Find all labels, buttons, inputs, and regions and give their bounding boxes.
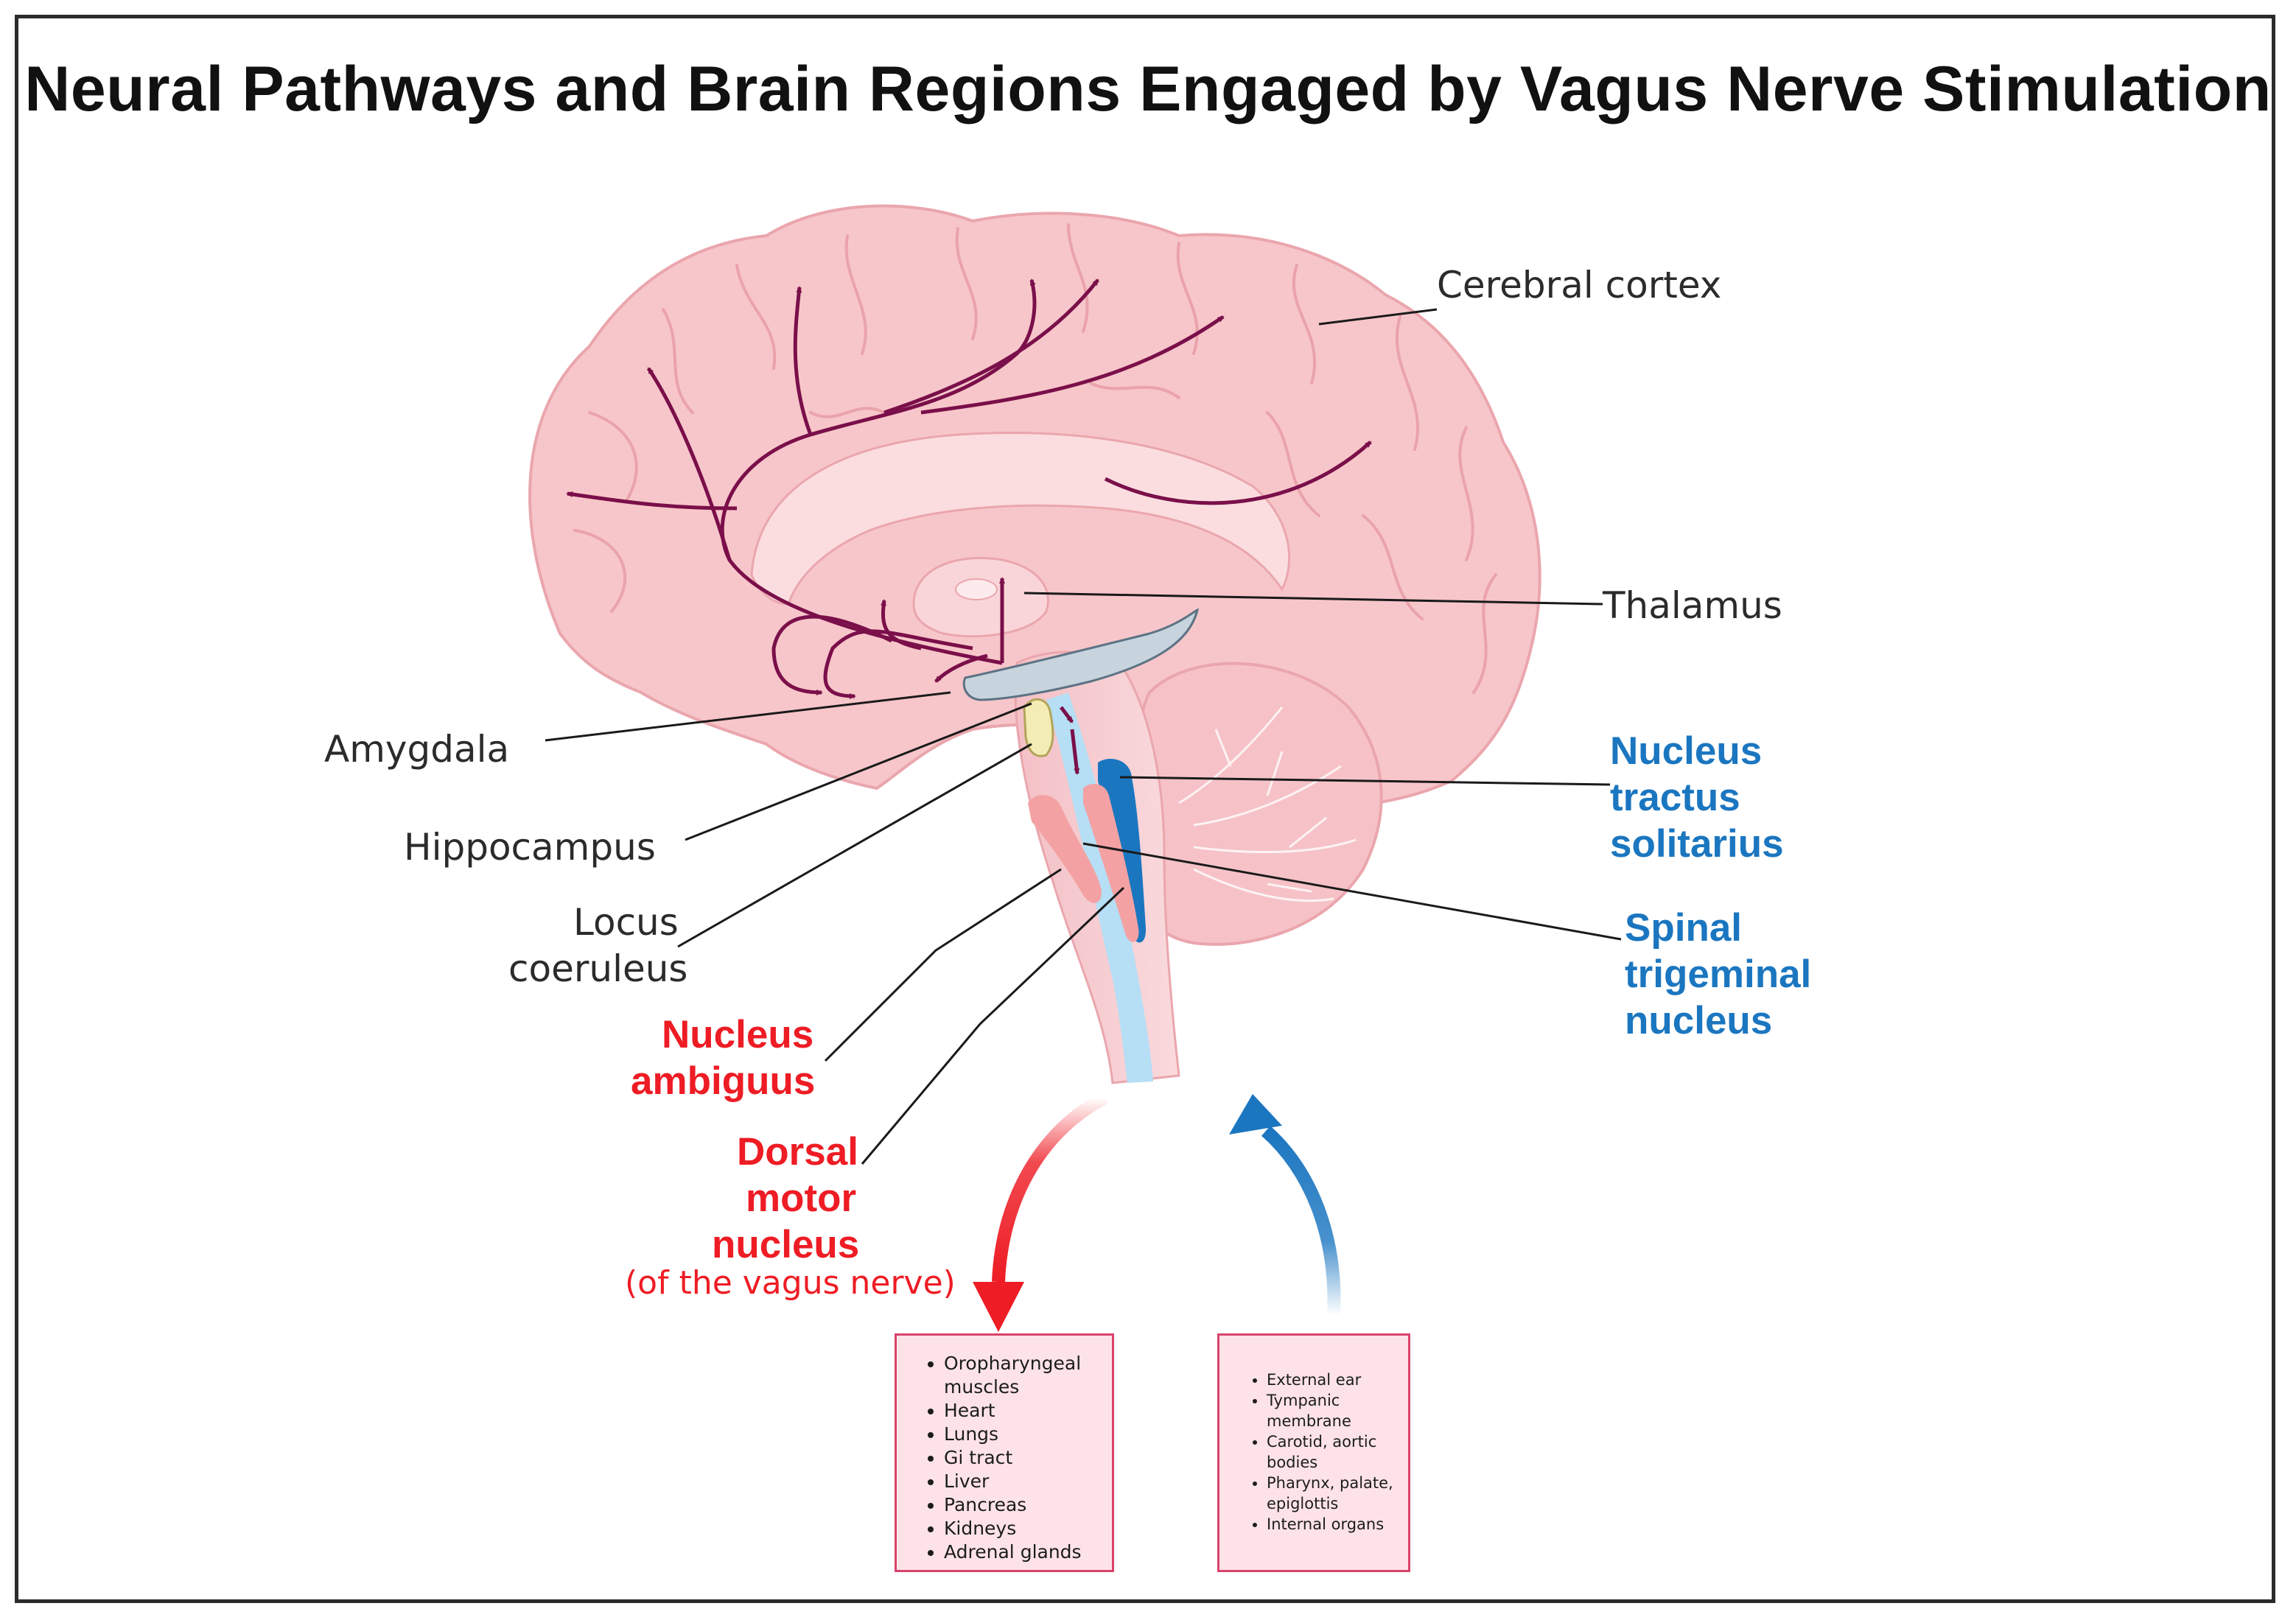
afferent-source-item: Internal organs [1267, 1514, 1396, 1535]
label-nts-2: tractus [1610, 776, 1740, 819]
afferent-arrow [1261, 1126, 1341, 1316]
gyri-texture [573, 223, 1497, 694]
leader-nucleus-ambiguus [824, 868, 1062, 1062]
diagram-title: Neural Pathways and Brain Regions Engage… [24, 54, 2272, 125]
corpus-callosum [750, 432, 1291, 606]
label-dorsal-motor-2: motor [746, 1177, 857, 1220]
spinal-trigeminal-shape [1083, 784, 1139, 942]
efferent-targets-box: Oropharyngeal musclesHeartLungsGi tractL… [895, 1333, 1114, 1572]
afferent-source-item: External ear [1267, 1370, 1396, 1390]
label-nts-1: Nucleus [1610, 729, 1763, 773]
vagal-projection-pathways [566, 278, 1372, 775]
afferent-sources-box: External earTympanic membraneCarotid, ao… [1217, 1333, 1410, 1572]
nucleus-ambiguus-shape [1028, 795, 1102, 903]
efferent-target-item: Heart [944, 1399, 1100, 1423]
label-hippocampus: Hippocampus [404, 826, 656, 869]
label-coeruleus: coeruleus [508, 947, 688, 990]
efferent-target-item: Oropharyngeal muscles [944, 1352, 1100, 1399]
label-thalamus: Thalamus [1603, 584, 1782, 627]
leader-spinal-trigeminal [1082, 842, 1622, 941]
leader-amygdala [545, 691, 951, 742]
efferent-arrow [992, 1091, 1109, 1283]
label-dorsal-motor-sub: (of the vagus nerve) [625, 1264, 956, 1302]
leader-locus-coeruleus [677, 743, 1032, 948]
efferent-target-item: Pancreas [944, 1493, 1100, 1517]
locus-coeruleus-shape [962, 608, 1200, 701]
afferent-source-item: Tympanic membrane [1267, 1390, 1396, 1431]
leader-thalamus [1023, 592, 1603, 606]
efferent-target-item: Lungs [944, 1423, 1100, 1446]
label-nucleus-ambiguus-1: Nucleus [662, 1013, 814, 1056]
label-locus: Locus [573, 901, 679, 944]
label-leader-lines [545, 308, 1622, 1165]
label-spinal-trigeminal-3: nucleus [1625, 999, 1773, 1042]
label-nts-3: solitarius [1610, 822, 1784, 866]
leader-dorsal-motor [861, 886, 1125, 1165]
leader-nts [1119, 776, 1611, 786]
cerebellum-shape [1132, 662, 1383, 946]
efferent-target-item: Liver [944, 1470, 1100, 1493]
efferent-target-item: Gi tract [944, 1446, 1100, 1470]
label-dorsal-motor-1: Dorsal [737, 1130, 858, 1174]
arbor-vitae [1178, 706, 1357, 902]
efferent-target-item: Adrenal glands [944, 1540, 1100, 1564]
label-amygdala: Amygdala [324, 728, 510, 771]
label-spinal-trigeminal-1: Spinal [1625, 906, 1743, 950]
leader-hippocampus [685, 702, 1032, 841]
label-nucleus-ambiguus-2: ambiguus [631, 1059, 816, 1103]
afferent-source-item: Carotid, aortic bodies [1267, 1431, 1396, 1473]
afferent-source-item: Pharynx, palate, epiglottis [1267, 1473, 1396, 1514]
efferent-target-item: Kidneys [944, 1517, 1100, 1540]
leader-cerebral-cortex [1318, 308, 1438, 326]
figure-border [15, 15, 2275, 1603]
efferent-targets-list: Oropharyngeal musclesHeartLungsGi tractL… [917, 1352, 1100, 1564]
label-dorsal-motor-3: nucleus [712, 1223, 860, 1266]
hippocampus-shape [1023, 698, 1054, 757]
label-spinal-trigeminal-2: trigeminal [1625, 953, 1812, 996]
label-cerebral-cortex: Cerebral cortex [1437, 264, 1722, 306]
afferent-sources-list: External earTympanic membraneCarotid, ao… [1240, 1370, 1396, 1535]
